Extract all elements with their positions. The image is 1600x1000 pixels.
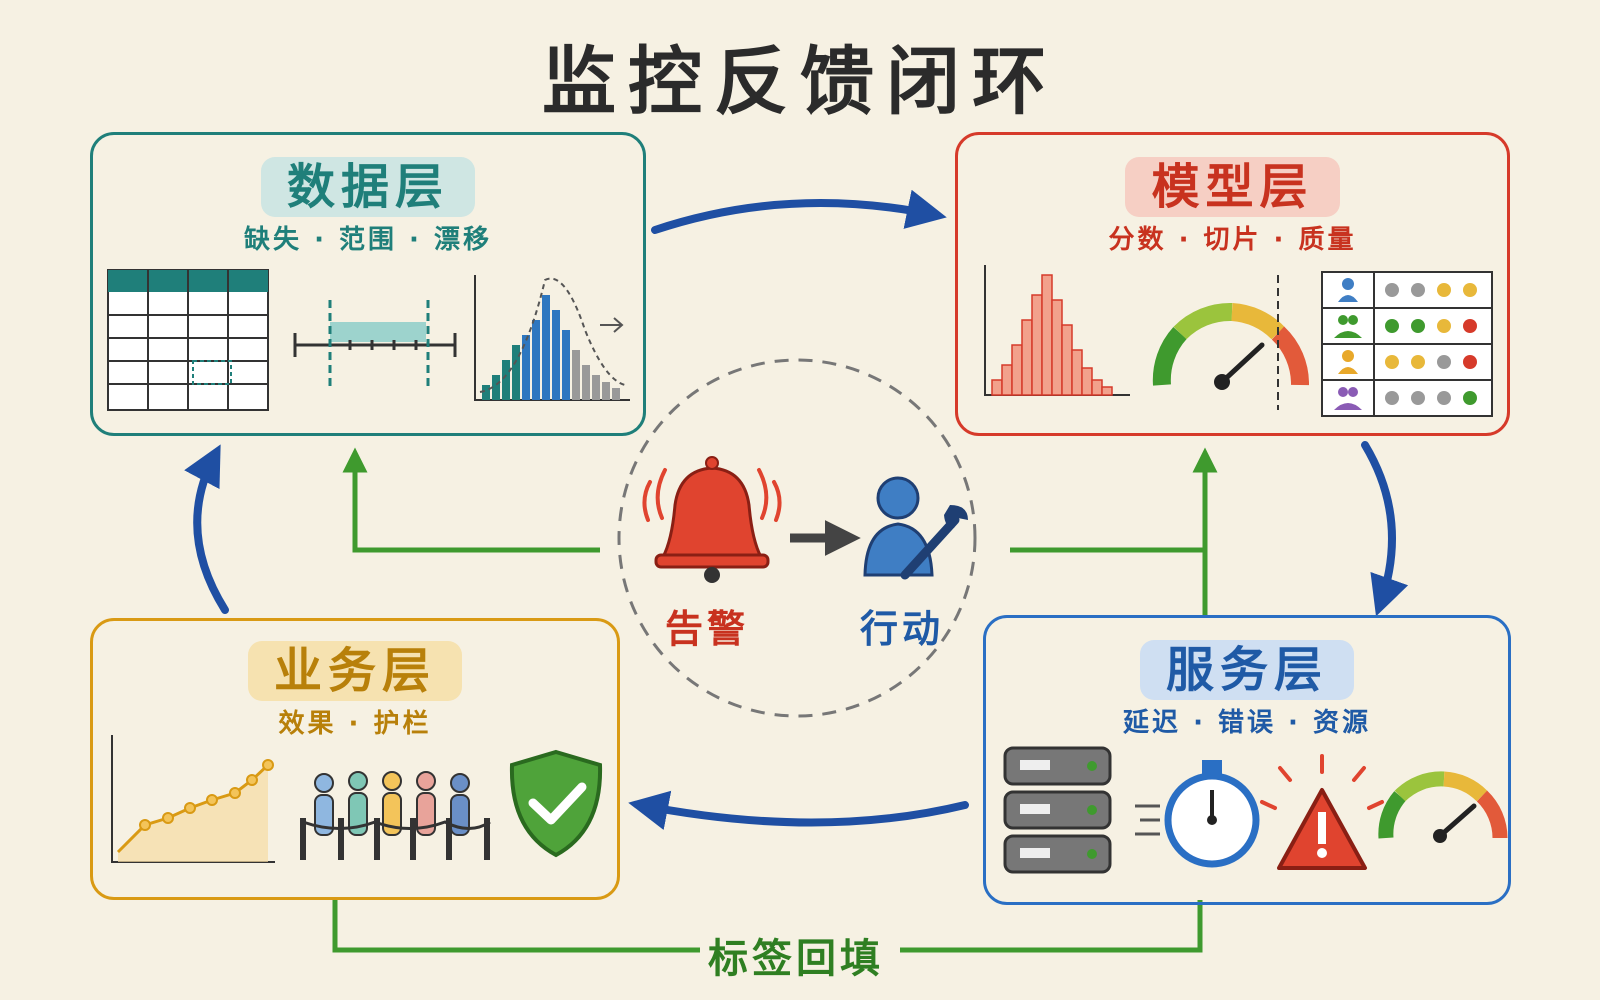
service-layer-title: 服务层 <box>1139 640 1354 700</box>
green-arrow-to-data <box>342 447 600 553</box>
drift-histogram-icon <box>474 275 630 401</box>
business-layer-panel: 业务层 效果 · 护栏 <box>90 618 620 900</box>
alert-label: 告警 <box>665 607 750 651</box>
arrow-service-to-business <box>628 790 969 830</box>
trend-chart-icon <box>111 735 275 863</box>
center-circle <box>617 358 977 718</box>
model-layer-title: 模型层 <box>1125 157 1340 217</box>
people-queue-icon <box>300 771 491 860</box>
engineer-icon <box>863 476 968 580</box>
page-title: 监控反馈闭环 <box>542 39 1058 125</box>
range-icon <box>293 300 457 390</box>
slice-grid-icon <box>1321 271 1493 417</box>
service-layer-subtitle: 延迟 · 错误 · 资源 <box>1123 708 1371 738</box>
action-label: 行动 <box>860 607 945 651</box>
warning-icon <box>1260 754 1384 870</box>
stopwatch-icon <box>1135 760 1260 868</box>
model-layer-panel: 模型层 分数 · 切片 · 质量 <box>955 132 1510 436</box>
data-layer-title: 数据层 <box>260 157 475 217</box>
shield-check-icon <box>509 749 603 858</box>
table-icon <box>107 269 269 411</box>
gauge-icon <box>1152 275 1309 410</box>
business-layer-subtitle: 效果 · 护栏 <box>278 709 432 739</box>
server-icon <box>1003 746 1112 874</box>
score-histogram-icon <box>984 265 1130 396</box>
arrow-data-to-model <box>651 189 947 234</box>
label-backfill-text: 标签回填 <box>708 936 884 982</box>
arrow-model-to-service <box>1361 441 1409 617</box>
bell-icon <box>642 456 782 583</box>
arrow-business-to-data <box>184 444 229 614</box>
data-layer-subtitle: 缺失 · 范围 · 漂移 <box>244 225 492 255</box>
business-layer-title: 业务层 <box>247 641 462 701</box>
service-layer-panel: 服务层 延迟 · 错误 · 资源 <box>983 615 1511 905</box>
resource-gauge-icon <box>1378 771 1508 843</box>
model-layer-subtitle: 分数 · 切片 · 质量 <box>1108 225 1357 255</box>
data-layer-panel: 数据层 缺失 · 范围 · 漂移 <box>90 132 646 436</box>
backfill-line <box>332 900 1203 953</box>
green-arrow-to-model <box>1010 447 1218 553</box>
